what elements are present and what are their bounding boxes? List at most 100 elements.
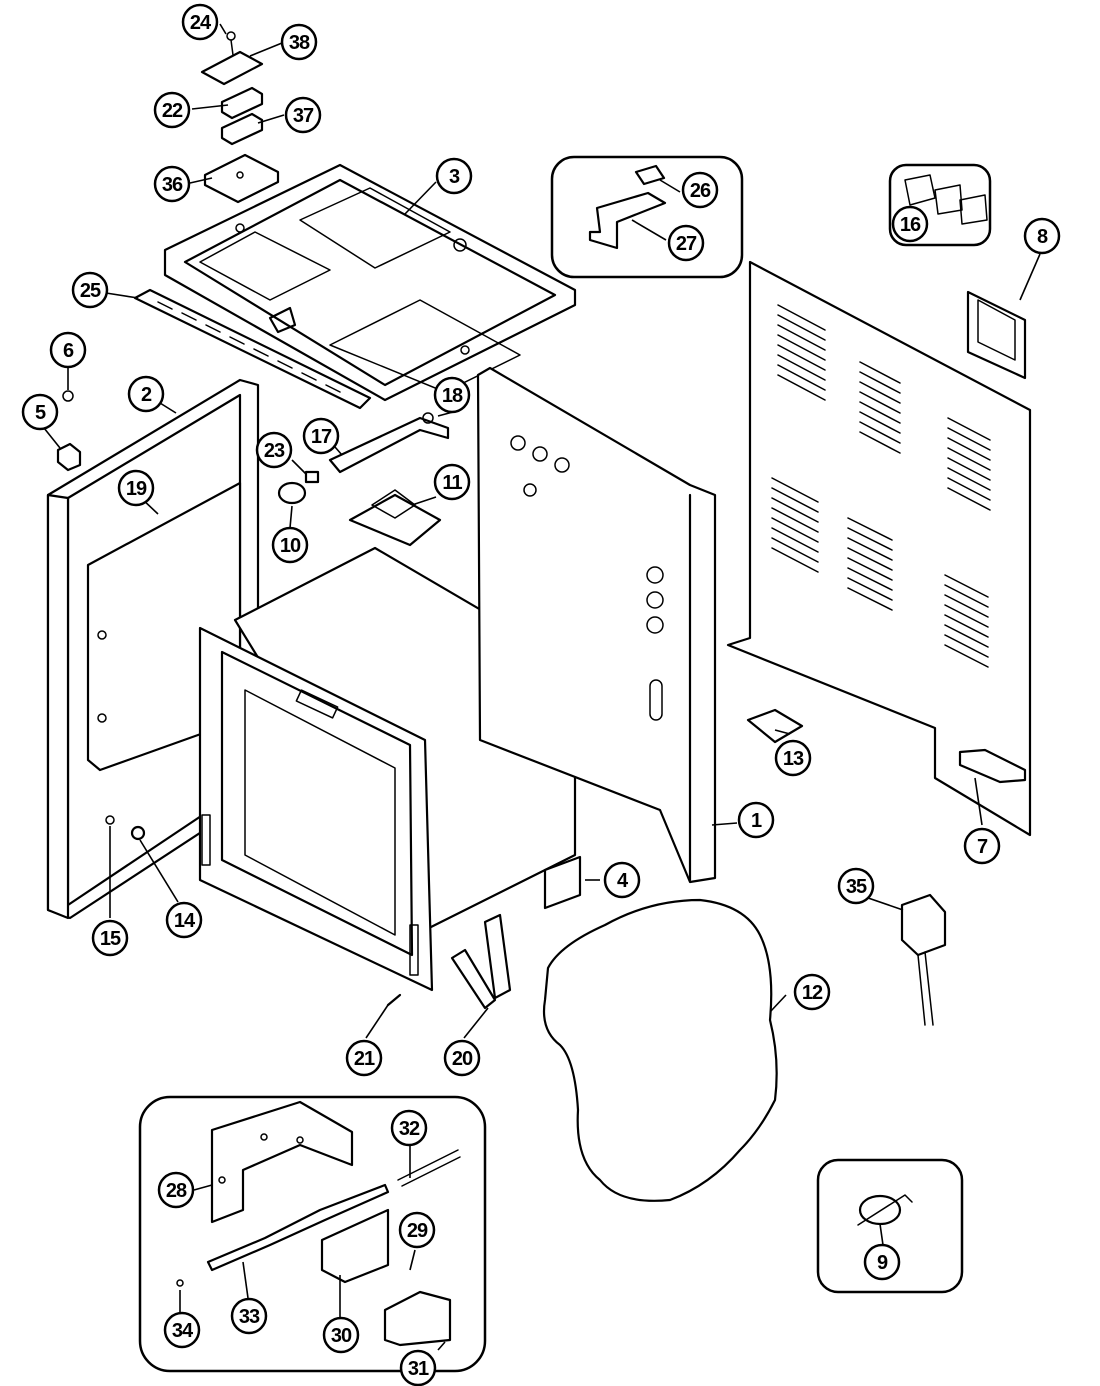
callout-label: 12: [802, 982, 823, 1004]
callout-16: 16: [891, 205, 929, 243]
callout-label: 25: [80, 280, 101, 302]
callout-circle: [443, 1039, 481, 1077]
callout-label: 14: [174, 910, 196, 932]
callout-label: 38: [289, 32, 310, 54]
callout-circle: [1023, 217, 1061, 255]
callout-circle: [390, 1109, 428, 1147]
callout-circle: [49, 331, 87, 369]
callout-label: 20: [452, 1048, 473, 1070]
vent-strip-part: [133, 288, 372, 410]
callout-5: 5: [21, 393, 59, 431]
callout-label: 1: [751, 810, 762, 832]
inset-box-thermostat: [816, 1158, 964, 1294]
callout-circle: [181, 3, 219, 41]
callout-circle: [271, 526, 309, 564]
callout-13: 13: [774, 739, 812, 777]
callout-label: 7: [977, 836, 988, 858]
callout-4: 4: [603, 861, 641, 899]
callout-circle: [255, 431, 293, 469]
callout-19: 19: [117, 469, 155, 507]
right-side-panel-part: [476, 366, 717, 884]
callout-circle: [302, 417, 340, 455]
inset-box-terminal: [888, 163, 992, 247]
callout-8: 8: [1023, 217, 1061, 255]
callout-label: 8: [1037, 226, 1048, 248]
callout-circle: [91, 919, 129, 957]
callout-label: 21: [354, 1048, 375, 1070]
callout-label: 17: [311, 426, 332, 448]
callout-37: 37: [284, 96, 322, 134]
callout-label: 10: [280, 535, 301, 557]
callout-circle: [681, 171, 719, 209]
callout-circle: [153, 91, 191, 129]
callout-circle: [284, 96, 322, 134]
callout-label: 2: [141, 384, 152, 406]
callout-label: 36: [162, 174, 183, 196]
callout-7: 7: [963, 827, 1001, 865]
callout-circle: [157, 1171, 195, 1209]
callout-circle: [891, 205, 929, 243]
callout-label: 27: [676, 233, 697, 255]
callout-circle: [280, 23, 318, 61]
callout-34: 34: [163, 1311, 201, 1349]
callout-circle: [21, 393, 59, 431]
callout-label: 31: [408, 1358, 429, 1380]
callout-12: 12: [793, 973, 831, 1011]
callout-14: 14: [165, 901, 203, 939]
insulation-blanket-part: [542, 898, 778, 1202]
inset-box-latch: [550, 155, 744, 279]
callout-label: 3: [449, 166, 460, 188]
callout-38: 38: [280, 23, 318, 61]
callout-label: 6: [63, 340, 74, 362]
callout-circle: [322, 1316, 360, 1354]
callout-label: 11: [442, 472, 462, 494]
callout-35: 35: [837, 867, 875, 905]
callout-label: 35: [846, 876, 867, 898]
callout-label: 13: [783, 748, 804, 770]
callout-label: 37: [293, 105, 314, 127]
callout-circle: [837, 867, 875, 905]
callout-15: 15: [91, 919, 129, 957]
callout-10: 10: [271, 526, 309, 564]
callout-circle: [774, 739, 812, 777]
callout-circle: [399, 1349, 437, 1386]
inset-box-lock-assembly: [138, 1095, 487, 1373]
callout-circle: [165, 901, 203, 939]
callout-1: 1: [737, 801, 775, 839]
small-parts: [56, 164, 1027, 1026]
callout-label: 18: [442, 385, 463, 407]
callout-circle: [127, 375, 165, 413]
top-panel-part: [163, 163, 577, 402]
callout-label: 32: [399, 1118, 420, 1140]
callout-label: 4: [617, 870, 629, 892]
callout-17: 17: [302, 417, 340, 455]
back-panel-part: [726, 260, 1032, 837]
top-stack-parts: [200, 31, 280, 204]
callout-label: 23: [264, 440, 285, 462]
callout-2: 2: [127, 375, 165, 413]
callout-circle: [163, 1311, 201, 1349]
callout-layer: 1234567891011121314151617181920212223242…: [21, 3, 1061, 1386]
callout-label: 9: [877, 1252, 888, 1274]
callout-18: 18: [433, 376, 471, 414]
callout-circle: [435, 157, 473, 195]
callout-circle: [71, 271, 109, 309]
callout-label: 19: [126, 478, 147, 500]
callout-25: 25: [71, 271, 109, 309]
callout-label: 30: [331, 1325, 352, 1347]
callout-31: 31: [399, 1349, 437, 1386]
callout-30: 30: [322, 1316, 360, 1354]
callout-circle: [433, 463, 471, 501]
callout-label: 28: [166, 1180, 187, 1202]
callout-circle: [603, 861, 641, 899]
callout-11: 11: [433, 463, 471, 501]
callout-circle: [153, 165, 191, 203]
callout-28: 28: [157, 1171, 195, 1209]
lock-assembly-parts: [176, 1100, 461, 1347]
callout-circle: [345, 1039, 383, 1077]
callout-circle: [737, 801, 775, 839]
callout-label: 33: [239, 1306, 260, 1328]
callout-20: 20: [443, 1039, 481, 1077]
callout-label: 26: [690, 180, 711, 202]
thermostat-part: [857, 1194, 913, 1226]
